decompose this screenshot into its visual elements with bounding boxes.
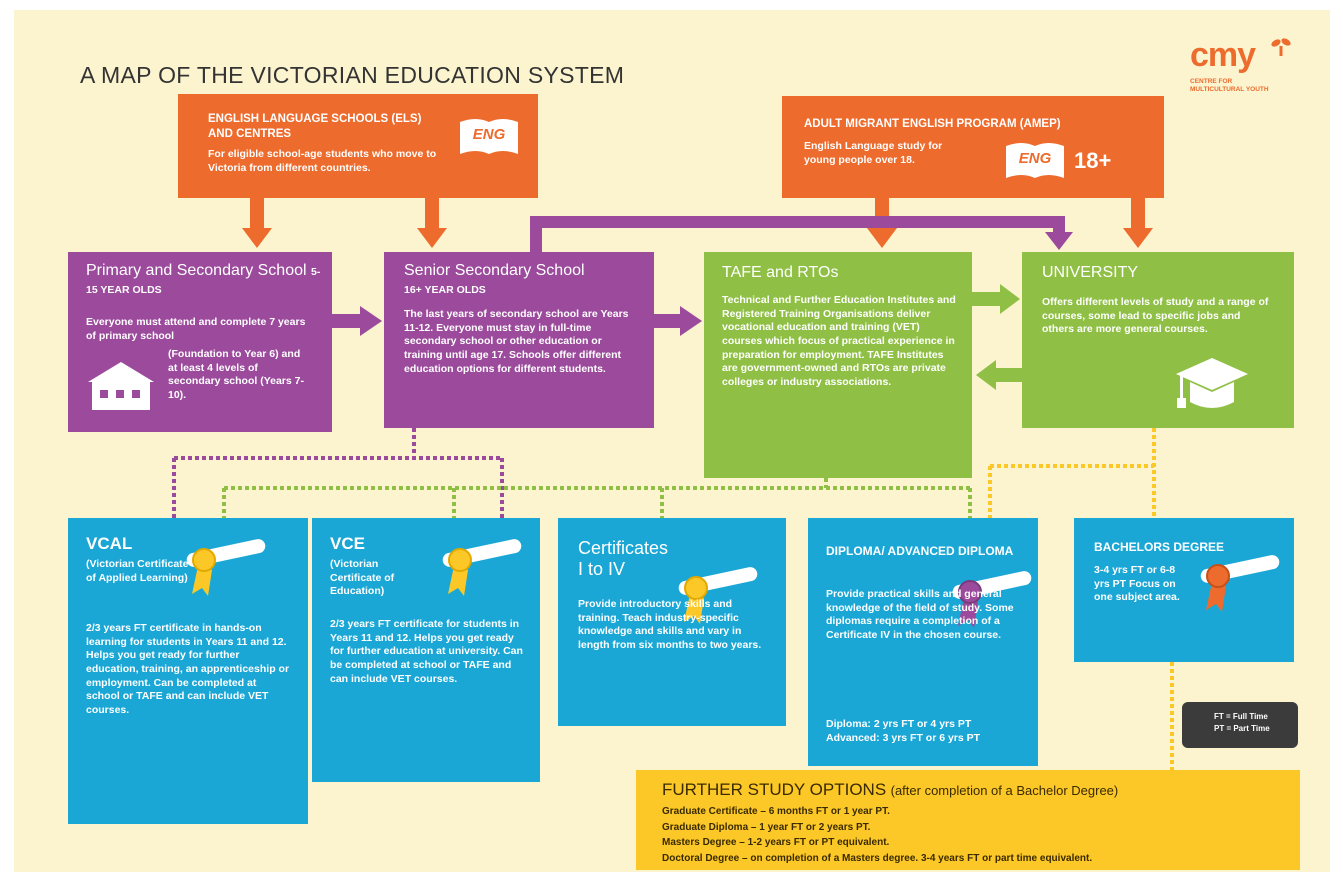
senior-secondary-box: Senior Secondary School 16+ YEAR OLDS Th…: [384, 252, 654, 428]
cmy-logo: cmy CENTRE FOR MULTICULTURAL YOUTH: [1182, 36, 1312, 106]
dotted-tafe-to-qualifications: [222, 478, 972, 518]
vce-subheading: (Victorian Certificate of Education): [330, 558, 395, 598]
diploma-body: Provide practical skills and general kno…: [826, 588, 1014, 641]
certificate-ribbon-icon: [678, 567, 758, 624]
dotted-university-to-degrees: [988, 428, 1174, 770]
sprout-icon: [1271, 38, 1291, 56]
senior-body: The last years of secondary school are Y…: [404, 308, 629, 375]
dotted-senior-to-vcal-vce: [172, 428, 504, 518]
university-heading: UNIVERSITY: [1042, 264, 1139, 281]
certificates-heading: Certificates I to IV: [578, 538, 669, 579]
university-body: Offers different levels of study and a r…: [1042, 296, 1269, 336]
diploma-duration: Diploma: 2 yrs FT or 4 yrs PT Advanced: …: [826, 718, 981, 744]
arrow-senior-to-university: [530, 216, 1073, 252]
certificate-ribbon-icon: [442, 539, 522, 596]
vcal-box: VCAL (Victorian Certificate of Applied L…: [68, 518, 308, 824]
further-item: Graduate Certificate – 6 months FT or 1 …: [662, 806, 890, 817]
diploma-heading: DIPLOMA/ ADVANCED DIPLOMA: [826, 544, 1014, 558]
age-18-plus: 18+: [1074, 148, 1112, 173]
further-item: Doctoral Degree – on completion of a Mas…: [662, 852, 1093, 864]
further-study-box: FURTHER STUDY OPTIONS (after completion …: [636, 770, 1300, 870]
primary-body-1: Everyone must attend and complete 7 year…: [86, 316, 306, 342]
diploma-box: DIPLOMA/ ADVANCED DIPLOMA Provide practi…: [808, 518, 1038, 766]
schoolhouse-icon: [88, 362, 154, 410]
certificate-ribbon-icon: [186, 539, 266, 596]
arrow-university-to-tafe: [976, 360, 1024, 390]
arrow-els-to-primary: [242, 198, 272, 248]
tafe-rtos-box: TAFE and RTOs Technical and Further Educ…: [704, 252, 972, 478]
tafe-heading: TAFE and RTOs: [722, 264, 839, 281]
primary-secondary-box: Primary and Secondary School 5-15 YEAR O…: [68, 252, 332, 432]
arrow-primary-to-senior: [332, 306, 382, 336]
logo-subtitle: CENTRE FOR MULTICULTURAL YOUTH: [1190, 78, 1269, 94]
vce-heading: VCE: [330, 534, 365, 553]
connector-layer: [172, 198, 1174, 770]
bachelors-box: BACHELORS DEGREE 3-4 yrs FT or 6-8 yrs P…: [1074, 518, 1294, 662]
arrow-senior-to-tafe: [654, 306, 702, 336]
vcal-body: 2/3 years FT certificate in hands-on lea…: [86, 622, 290, 716]
els-box: ENGLISH LANGUAGE SCHOOLS (ELS) AND CENTR…: [178, 94, 538, 198]
arrow-els-to-senior: [417, 198, 447, 248]
certificates-body: Provide introductory skills and training…: [578, 598, 762, 651]
primary-body-2: (Foundation to Year 6) and at least 4 le…: [168, 348, 304, 401]
further-list: Graduate Certificate – 6 months FT or 1 …: [662, 804, 1292, 866]
amep-heading: ADULT MIGRANT ENGLISH PROGRAM (AMEP): [804, 118, 1061, 130]
senior-heading: Senior Secondary School: [404, 262, 585, 279]
further-heading: FURTHER STUDY OPTIONS (after completion …: [662, 780, 1119, 799]
primary-age: 5-15 YEAR OLDS: [86, 266, 321, 297]
certificates-box: Certificates I to IV Provide introductor…: [558, 518, 786, 726]
university-box: UNIVERSITY Offers different levels of st…: [1022, 252, 1294, 428]
certificate-ribbon-icon: [952, 571, 1032, 628]
els-body: For eligible school-age students who mov…: [208, 148, 437, 174]
further-item: Masters Degree – 1-2 years FT or PT equi…: [662, 837, 890, 848]
arrow-amep-to-university: [1123, 198, 1153, 248]
certificate-ribbon-icon: [1200, 555, 1280, 612]
eng-book-icon: ENG: [456, 116, 522, 156]
vce-box: VCE (Victorian Certificate of Education)…: [312, 518, 540, 782]
ft-pt-legend: FT = Full Time PT = Part Time: [1182, 702, 1298, 748]
primary-heading: Primary and Secondary School 5-15 YEAR O…: [86, 262, 321, 297]
bachelors-body: 3-4 yrs FT or 6-8 yrs PT Focus on one su…: [1094, 564, 1180, 604]
bachelors-heading: BACHELORS DEGREE: [1094, 540, 1225, 554]
amep-body: English Language study for young people …: [804, 140, 943, 166]
tafe-body: Technical and Further Education Institut…: [722, 294, 956, 388]
vcal-heading: VCAL: [86, 534, 133, 553]
page-title: A MAP OF THE VICTORIAN EDUCATION SYSTEM: [80, 62, 625, 88]
arrow-tafe-to-university: [972, 284, 1020, 314]
poster-background: A MAP OF THE VICTORIAN EDUCATION SYSTEM …: [14, 10, 1330, 872]
vce-body: 2/3 years FT certificate for students in…: [330, 618, 523, 685]
logo-word: cmy: [1190, 36, 1256, 74]
graduation-cap-icon: [1176, 358, 1248, 408]
els-heading: ENGLISH LANGUAGE SCHOOLS (ELS) AND CENTR…: [208, 113, 422, 140]
vcal-subheading: (Victorian Certificate of Applied Learni…: [86, 558, 189, 584]
further-item: Graduate Diploma – 1 year FT or 2 years …: [662, 821, 871, 833]
eng-book-icon: ENG: [1002, 140, 1068, 180]
amep-box: ADULT MIGRANT ENGLISH PROGRAM (AMEP) Eng…: [782, 96, 1164, 198]
senior-age: 16+ YEAR OLDS: [404, 284, 486, 296]
